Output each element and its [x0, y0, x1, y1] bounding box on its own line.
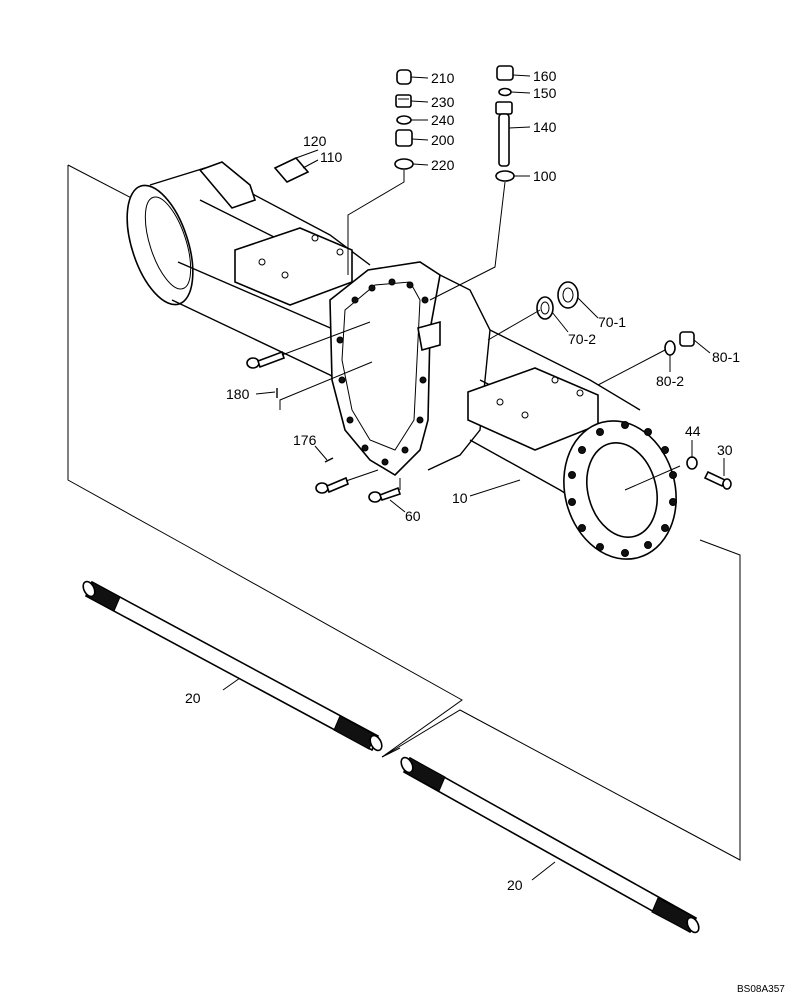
part-44-washer: [686, 456, 698, 470]
label-10: 10: [452, 490, 468, 506]
part-140-breather-tube: [495, 101, 513, 167]
label-20-upper: 20: [185, 690, 201, 706]
label-80-1: 80-1: [712, 349, 740, 365]
part-bolt-left: [246, 350, 286, 369]
label-180: 180: [226, 386, 250, 402]
label-140: 140: [533, 119, 557, 135]
label-80-2: 80-2: [656, 373, 684, 389]
part-labels: 210 230 240 200 220 160 150 140 100 120 …: [185, 68, 740, 893]
label-70-2: 70-2: [568, 331, 596, 347]
label-220: 220: [431, 157, 455, 173]
label-44: 44: [685, 423, 701, 439]
part-70-1-bushing: [557, 281, 579, 309]
label-110: 110: [320, 149, 343, 165]
wheel-flange-bolt-holes: [568, 421, 677, 557]
axle-housing: [126, 161, 677, 560]
part-240-oring: [396, 115, 412, 125]
label-200: 200: [431, 132, 455, 148]
part-210-plug: [396, 69, 412, 85]
label-70-1: 70-1: [598, 314, 626, 330]
part-100-washer: [495, 170, 515, 182]
label-160: 160: [533, 68, 557, 84]
label-60: 60: [405, 508, 421, 524]
label-176: 176: [293, 432, 317, 448]
part-160-cap: [496, 65, 514, 81]
leader-lines: [222, 74, 725, 881]
drawing-code: BS08A357: [737, 984, 785, 995]
part-80-2-washer: [664, 340, 676, 356]
part-150-oring: [498, 87, 512, 97]
part-110-cover-plate: [273, 157, 310, 183]
label-240: 240: [431, 112, 455, 128]
label-230: 230: [431, 94, 455, 110]
part-30-bolt: [703, 470, 732, 490]
label-30: 30: [717, 442, 733, 458]
label-210: 210: [431, 70, 455, 86]
part-bolt-lower: [315, 476, 349, 494]
label-150: 150: [533, 85, 557, 101]
part-220-washer: [394, 158, 414, 170]
part-70-2-seal: [536, 296, 554, 320]
part-80-1-plug: [679, 331, 695, 347]
label-120: 120: [303, 133, 327, 149]
part-176-bolt: [324, 457, 334, 463]
label-20-lower: 20: [507, 877, 523, 893]
part-200-fitting: [395, 129, 413, 147]
label-100: 100: [533, 168, 557, 184]
axle-shaft-upper: [82, 580, 383, 752]
part-60-bolt: [368, 486, 402, 503]
axle-shaft-lower: [400, 756, 700, 934]
part-230-plug: [395, 94, 412, 108]
